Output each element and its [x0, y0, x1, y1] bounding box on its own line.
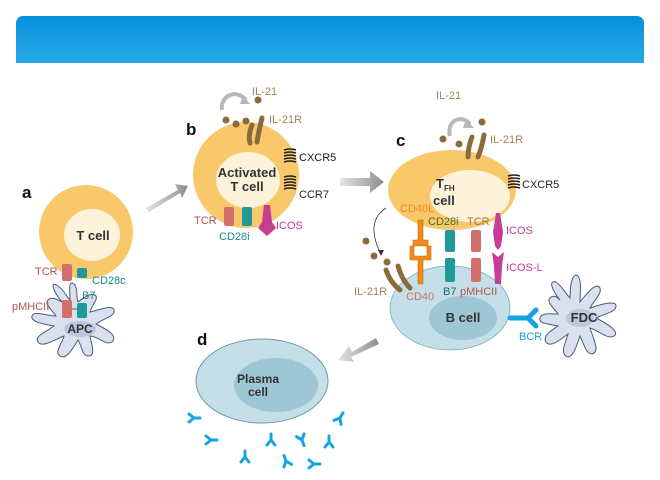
panel-c-letter: c — [396, 131, 405, 150]
apc-label: APC — [67, 322, 93, 336]
antibody — [204, 434, 219, 446]
antibody — [332, 409, 348, 426]
activated-t-cell-label-1: Activated — [218, 165, 277, 180]
il21-label: IL-21 — [252, 86, 277, 98]
bcr-receptor — [507, 307, 539, 329]
panel-d: d Plasma cell — [187, 330, 348, 470]
b-cell-label: B cell — [446, 310, 481, 325]
cd40-receptor — [409, 245, 432, 285]
cd28-label: CD28c — [92, 275, 126, 287]
tfh-label-main: TFH — [436, 176, 455, 193]
icos-label: ICOS — [506, 225, 533, 237]
cd28i-label: CD28i — [219, 231, 250, 243]
panel-a: a APC T cell TCR CD28c pMHCII B7 — [12, 183, 133, 358]
antibody — [307, 458, 322, 470]
antibody — [295, 432, 310, 449]
apc-cell: APC — [31, 282, 115, 358]
panel-b: b Activated T cell IL-21 IL-21R CXCR5 CC… — [186, 86, 336, 243]
pmhcii-molecule — [471, 258, 481, 282]
cxcr5-label: CXCR5 — [522, 179, 559, 191]
antibody — [187, 412, 202, 424]
tcr-label: TCR — [467, 216, 490, 228]
icos-receptor — [258, 205, 276, 236]
arrow-a-to-b — [146, 184, 188, 212]
plasma-cell-label-2: cell — [248, 385, 268, 399]
b7-molecule — [445, 258, 455, 282]
tcr-receptor — [471, 230, 481, 252]
icos-ligand — [492, 252, 504, 284]
ccr7-label: CCR7 — [299, 189, 329, 201]
arrow-c-to-d — [338, 338, 379, 362]
slide-title-bar — [16, 16, 644, 63]
tfh-label-cell: cell — [433, 193, 455, 208]
icosl-label: ICOS-L — [506, 262, 543, 274]
cd28i-label: CD28i — [428, 216, 459, 228]
fdc-label: FDC — [571, 310, 598, 325]
t-cell-a: T cell — [39, 185, 133, 279]
il21r-receptor — [246, 122, 255, 146]
panel-c: c B cell TFH cell IL-21 IL-21R CXCR5 IL-… — [354, 90, 617, 358]
il21r-receptor-lower — [383, 267, 403, 293]
plasma-cell-label-1: Plasma — [237, 372, 279, 386]
il21r-label-top: IL-21R — [490, 134, 523, 146]
icos-receptor — [493, 213, 503, 250]
il21r-label: IL-21R — [269, 114, 302, 126]
cd40-label: CD40 — [406, 291, 434, 303]
panel-b-letter: b — [186, 120, 196, 139]
b7-label: B7 — [82, 290, 95, 302]
cxcr5-label: CXCR5 — [299, 152, 336, 164]
activated-t-cell-label-2: T cell — [230, 179, 263, 194]
tcr-receptor — [62, 264, 72, 281]
antibody — [278, 452, 293, 469]
cd28i-receptor — [242, 207, 252, 226]
antibody — [239, 449, 251, 464]
arrow-b-to-c — [340, 171, 384, 193]
tcr-label: TCR — [35, 266, 58, 278]
il21r-label-lower: IL-21R — [354, 286, 387, 298]
icos-label: ICOS — [276, 220, 303, 232]
tcr-label: TCR — [194, 215, 217, 227]
cd28i-receptor — [445, 230, 455, 252]
b7-molecule — [77, 303, 87, 318]
pmhcii-label: pMHCII — [12, 301, 49, 313]
pmhcii-label: pMHCII — [460, 286, 497, 298]
t-cell-label: T cell — [76, 228, 109, 243]
panel-d-letter: d — [197, 330, 207, 349]
tcr-receptor — [224, 207, 234, 226]
antibody — [323, 434, 335, 449]
il21-path-arrow — [373, 207, 387, 253]
panel-a-letter: a — [22, 183, 32, 202]
b7-label: B7 — [443, 286, 456, 298]
pmhcii-molecule — [62, 300, 72, 318]
bcr-label: BCR — [519, 331, 542, 343]
il21-molecule — [254, 96, 262, 104]
fdc-cell: FDC — [539, 274, 617, 358]
cd28-receptor — [77, 268, 87, 278]
il21-label: IL-21 — [436, 90, 461, 102]
cd40l-label: CD40L — [400, 203, 434, 215]
antibody — [265, 432, 277, 447]
il21r-receptor — [465, 134, 475, 160]
